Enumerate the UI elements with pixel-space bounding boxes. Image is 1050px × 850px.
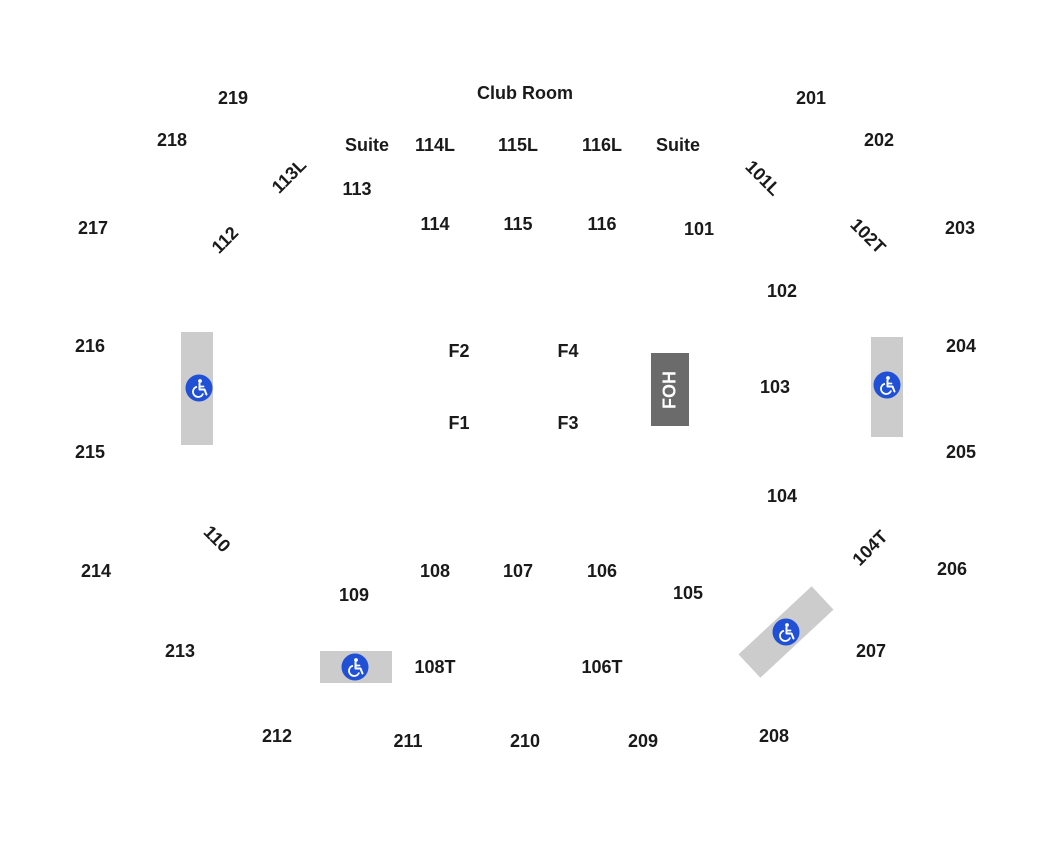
section-216[interactable]: 216 (74, 336, 106, 356)
section-205[interactable]: 205 (945, 442, 977, 462)
floor-f4[interactable]: F4 (557, 341, 579, 361)
foh-label: FOH (659, 370, 680, 409)
section-116[interactable]: 116 (587, 214, 617, 234)
section-209[interactable]: 209 (627, 731, 659, 751)
section-113L[interactable]: 113L (267, 154, 311, 198)
section-210[interactable]: 210 (509, 731, 541, 751)
section-104T[interactable]: 104T (848, 526, 892, 570)
section-105[interactable]: 105 (672, 583, 704, 603)
section-115[interactable]: 115 (503, 214, 533, 234)
section-203[interactable]: 203 (944, 218, 976, 238)
section-110[interactable]: 110 (199, 521, 235, 557)
section-104[interactable]: 104 (766, 486, 798, 506)
section-211[interactable]: 211 (393, 731, 423, 751)
section-218[interactable]: 218 (156, 130, 188, 150)
section-201[interactable]: 201 (795, 88, 827, 108)
section-208[interactable]: 208 (758, 726, 790, 746)
section-106[interactable]: 106 (586, 561, 618, 581)
section-107[interactable]: 107 (502, 561, 534, 581)
suite-right[interactable]: Suite (655, 135, 701, 155)
section-116L[interactable]: 116L (581, 135, 623, 155)
section-219[interactable]: 219 (217, 88, 249, 108)
wheelchair-icon[interactable] (772, 618, 800, 646)
section-114L[interactable]: 114L (414, 135, 456, 155)
club-room-label: Club Room (477, 83, 573, 103)
wheelchair-icon[interactable] (185, 374, 213, 402)
suite-left[interactable]: Suite (344, 135, 390, 155)
section-108T[interactable]: 108T (414, 657, 456, 677)
foh-booth[interactable]: FOH (651, 353, 689, 426)
wheelchair-icon[interactable] (873, 371, 901, 399)
floor-f3[interactable]: F3 (557, 413, 579, 433)
section-217[interactable]: 217 (77, 218, 109, 238)
section-214[interactable]: 214 (80, 561, 112, 581)
section-202[interactable]: 202 (863, 130, 895, 150)
section-102[interactable]: 102 (766, 281, 798, 301)
section-115L[interactable]: 115L (497, 135, 539, 155)
section-103[interactable]: 103 (759, 377, 791, 397)
section-114[interactable]: 114 (420, 214, 450, 234)
section-215[interactable]: 215 (74, 442, 106, 462)
section-113[interactable]: 113 (342, 179, 372, 199)
wheelchair-icon[interactable] (341, 653, 369, 681)
section-108[interactable]: 108 (419, 561, 451, 581)
section-207[interactable]: 207 (855, 641, 887, 661)
section-101L[interactable]: 101L (741, 156, 785, 200)
section-101[interactable]: 101 (683, 219, 715, 239)
floor-f2[interactable]: F2 (448, 341, 470, 361)
section-102T[interactable]: 102T (846, 214, 890, 258)
section-206[interactable]: 206 (936, 559, 968, 579)
section-204[interactable]: 204 (945, 336, 977, 356)
section-213[interactable]: 213 (164, 641, 196, 661)
section-106T[interactable]: 106T (581, 657, 623, 677)
floor-f1[interactable]: F1 (448, 413, 470, 433)
section-212[interactable]: 212 (261, 726, 293, 746)
section-112[interactable]: 112 (207, 222, 243, 258)
section-109[interactable]: 109 (338, 585, 370, 605)
